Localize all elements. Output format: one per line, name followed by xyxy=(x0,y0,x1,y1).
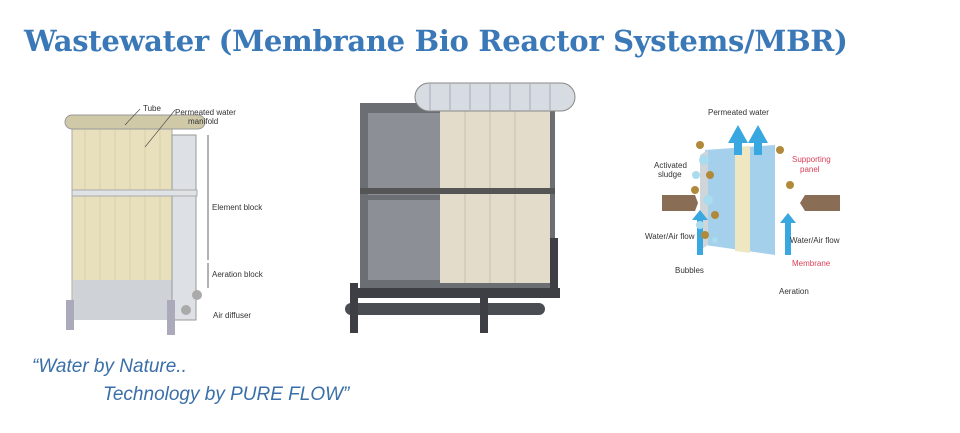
label-activated-sludge-1: Activated xyxy=(654,161,687,170)
label-aeration: Aeration xyxy=(779,287,809,296)
mbr-module-diagram: Tube Permeated water manifold Element bl… xyxy=(40,95,300,340)
mbr-process-diagram: Permeated water Activated sludge Support… xyxy=(640,95,860,305)
page-title: Wastewater (Membrane Bio Reactor Systems… xyxy=(24,24,848,58)
label-air-diffuser: Air diffuser xyxy=(213,311,252,320)
label-tube: Tube xyxy=(143,104,161,113)
mbr-unit-photo xyxy=(340,78,580,343)
label-supporting-panel-2: panel xyxy=(800,165,820,174)
label-membrane: Membrane xyxy=(792,259,831,268)
mbr-unit-illustration xyxy=(345,82,576,333)
tagline-line-2: Technology by PURE FLOW” xyxy=(103,384,350,405)
label-supporting-panel-1: Supporting xyxy=(792,155,831,164)
label-flow-left: Water/Air flow xyxy=(645,232,695,241)
label-manifold-2: manifold xyxy=(188,117,219,126)
label-activated-sludge-2: sludge xyxy=(658,170,682,179)
tagline-line-1: “Water by Nature.. xyxy=(32,356,187,377)
label-flow-right: Water/Air flow xyxy=(790,236,840,245)
label-element-block: Element block xyxy=(212,203,263,212)
label-manifold-1: Permeated water xyxy=(175,108,236,117)
mbr-module-illustration xyxy=(64,108,209,335)
label-aeration-block: Aeration block xyxy=(212,270,263,279)
label-permeated-water: Permeated water xyxy=(708,108,769,117)
label-bubbles: Bubbles xyxy=(675,266,704,275)
mbr-process-illustration xyxy=(662,125,840,255)
